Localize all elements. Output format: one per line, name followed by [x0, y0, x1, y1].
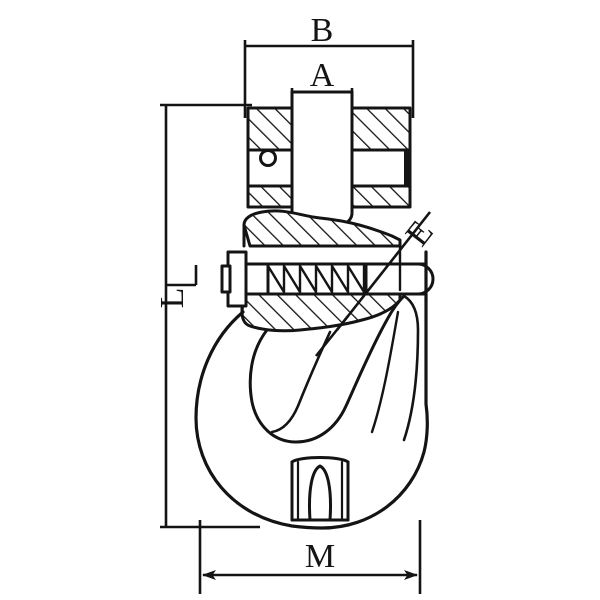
tip-notch-crown: [290, 456, 350, 464]
dimension-E: [314, 211, 432, 357]
clevis-pin-end-plug: [404, 151, 411, 185]
screw-thread-end-marks: [266, 262, 368, 296]
hook-bowl: [194, 244, 429, 530]
dimension-E-lower-leader: [314, 315, 350, 357]
screw-pin-head-flange: [220, 264, 232, 294]
clevis-arm-left-upper: [246, 106, 294, 152]
dimension-label-L: L: [154, 288, 191, 309]
clevis-arm-left: [246, 106, 294, 209]
dimension-label-B: B: [311, 12, 334, 49]
dimension-A: [290, 88, 354, 118]
clevis-arm-right-lower: [350, 184, 412, 209]
dimension-label-A: A: [310, 57, 335, 94]
hook-throat-right-inner-line: [370, 310, 400, 434]
hook-body-upper-hatched: [242, 209, 402, 248]
tip-notch-v-groove: [308, 464, 332, 522]
clevis-arm-right: [350, 106, 412, 209]
locking-detent-ball-icon: [259, 149, 277, 167]
hook-part-geometry: [194, 90, 435, 530]
grab-hook-tip-notch: [290, 456, 350, 522]
dimension-E-line: [335, 211, 432, 331]
screw-thread-zigzag: [266, 264, 366, 294]
clevis-arm-left-lower: [246, 184, 294, 209]
clevis-arm-right-upper: [350, 106, 412, 152]
screw-pin-shank: [244, 262, 426, 296]
hook-throat-offset-line: [270, 330, 332, 434]
dimension-M: [198, 520, 422, 594]
dimension-annotation-layer: [160, 40, 432, 594]
screw-pin-assembly: [220, 250, 435, 308]
hook-bowl-outer-profile: [194, 298, 429, 530]
clevis-pin-bore-right: [350, 148, 412, 188]
hook-throat-right-fillet: [402, 294, 420, 442]
hook-throat-inner-profile: [248, 294, 406, 444]
dimension-L: [160, 103, 260, 529]
dimension-label-M: M: [305, 538, 335, 575]
